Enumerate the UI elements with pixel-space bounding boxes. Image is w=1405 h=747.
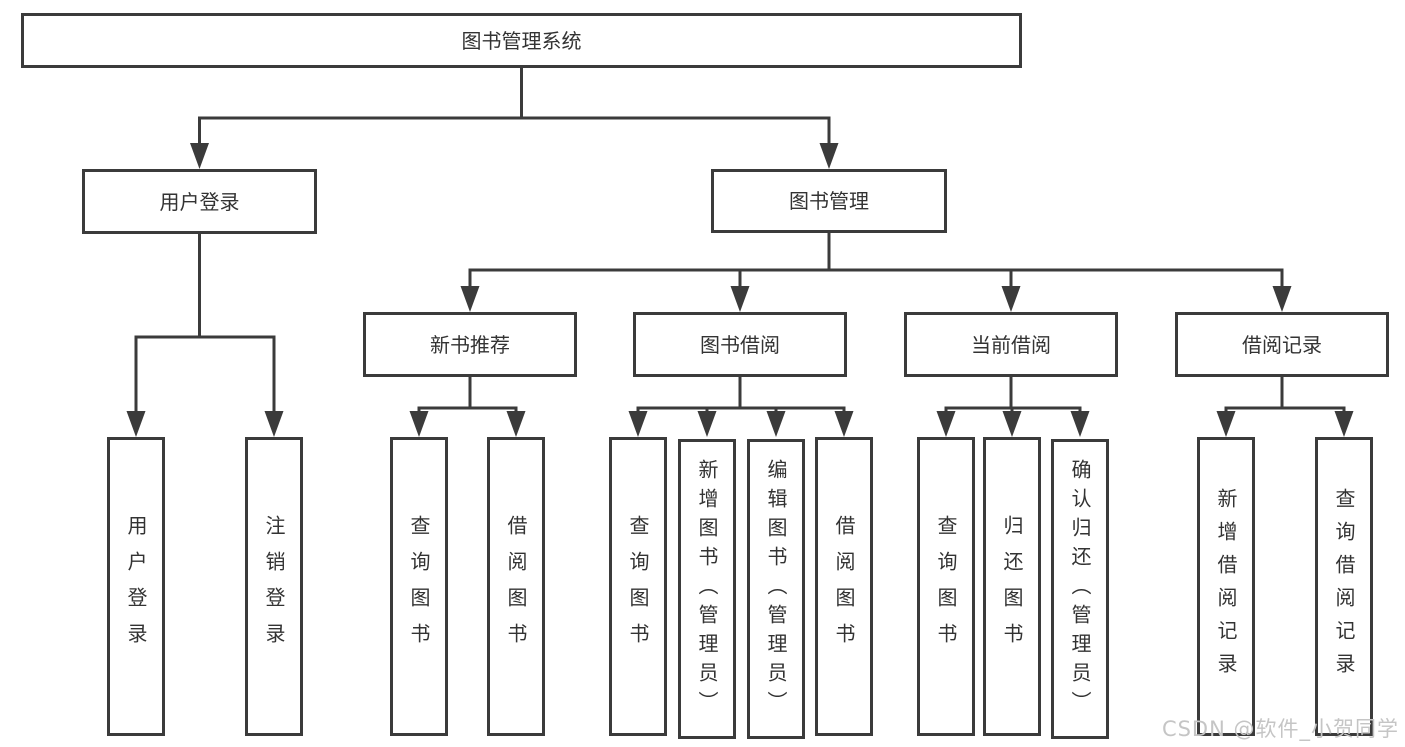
node-book-borrowing: 图书借阅 [633, 312, 847, 377]
leaf-query-book-recommend: 查询图书 [390, 437, 448, 736]
node-label: 归还图书 [1000, 514, 1024, 659]
node-label: 用户登录 [124, 514, 148, 659]
node-current-borrowing: 当前借阅 [904, 312, 1118, 377]
node-label: 图书管理 [789, 189, 869, 213]
csdn-watermark: CSDN @软件_小贺同学 [1161, 717, 1399, 741]
leaf-query-book-borrow: 查询图书 [609, 437, 667, 736]
node-label: 新书推荐 [430, 332, 510, 357]
node-label: 查询图书 [407, 514, 431, 659]
node-new-book-recommend: 新书推荐 [363, 312, 577, 377]
node-label: 图书管理系统 [461, 28, 582, 53]
node-label: 图书借阅 [700, 332, 780, 357]
leaf-return-book: 归还图书 [983, 437, 1041, 736]
leaf-add-book-admin: 新增图书（管理员） [678, 439, 736, 739]
node-borrowing-records: 借阅记录 [1175, 312, 1389, 377]
leaf-query-borrow-record: 查询借阅记录 [1315, 437, 1373, 736]
node-label: 借阅记录 [1242, 332, 1322, 357]
node-label: 当前借阅 [971, 332, 1051, 357]
leaf-borrow-book: 借阅图书 [815, 437, 873, 736]
leaf-borrow-book-recommend: 借阅图书 [487, 437, 545, 736]
leaf-logout: 注销登录 [245, 437, 303, 736]
node-label: 查询图书 [626, 514, 650, 659]
node-book-management: 图书管理 [711, 169, 947, 233]
leaf-edit-book-admin: 编辑图书（管理员） [747, 439, 805, 739]
node-label: 确认归还（管理员） [1068, 458, 1092, 720]
node-label: 借阅图书 [832, 514, 856, 659]
node-label: 注销登录 [262, 514, 286, 659]
leaf-confirm-return-admin: 确认归还（管理员） [1051, 439, 1109, 739]
node-root-library-system: 图书管理系统 [21, 13, 1022, 68]
node-label: 用户登录 [159, 189, 240, 214]
leaf-add-borrow-record: 新增借阅记录 [1197, 437, 1255, 736]
leaf-user-login: 用户登录 [107, 437, 165, 736]
node-label: 新增借阅记录 [1214, 487, 1238, 686]
node-label: 编辑图书（管理员） [764, 458, 788, 720]
node-label: 查询借阅记录 [1332, 487, 1356, 686]
node-label: 查询图书 [934, 514, 958, 659]
node-label: 借阅图书 [504, 514, 528, 659]
leaf-query-book-current: 查询图书 [917, 437, 975, 736]
node-label: 新增图书（管理员） [695, 458, 719, 720]
node-user-login: 用户登录 [82, 169, 317, 234]
